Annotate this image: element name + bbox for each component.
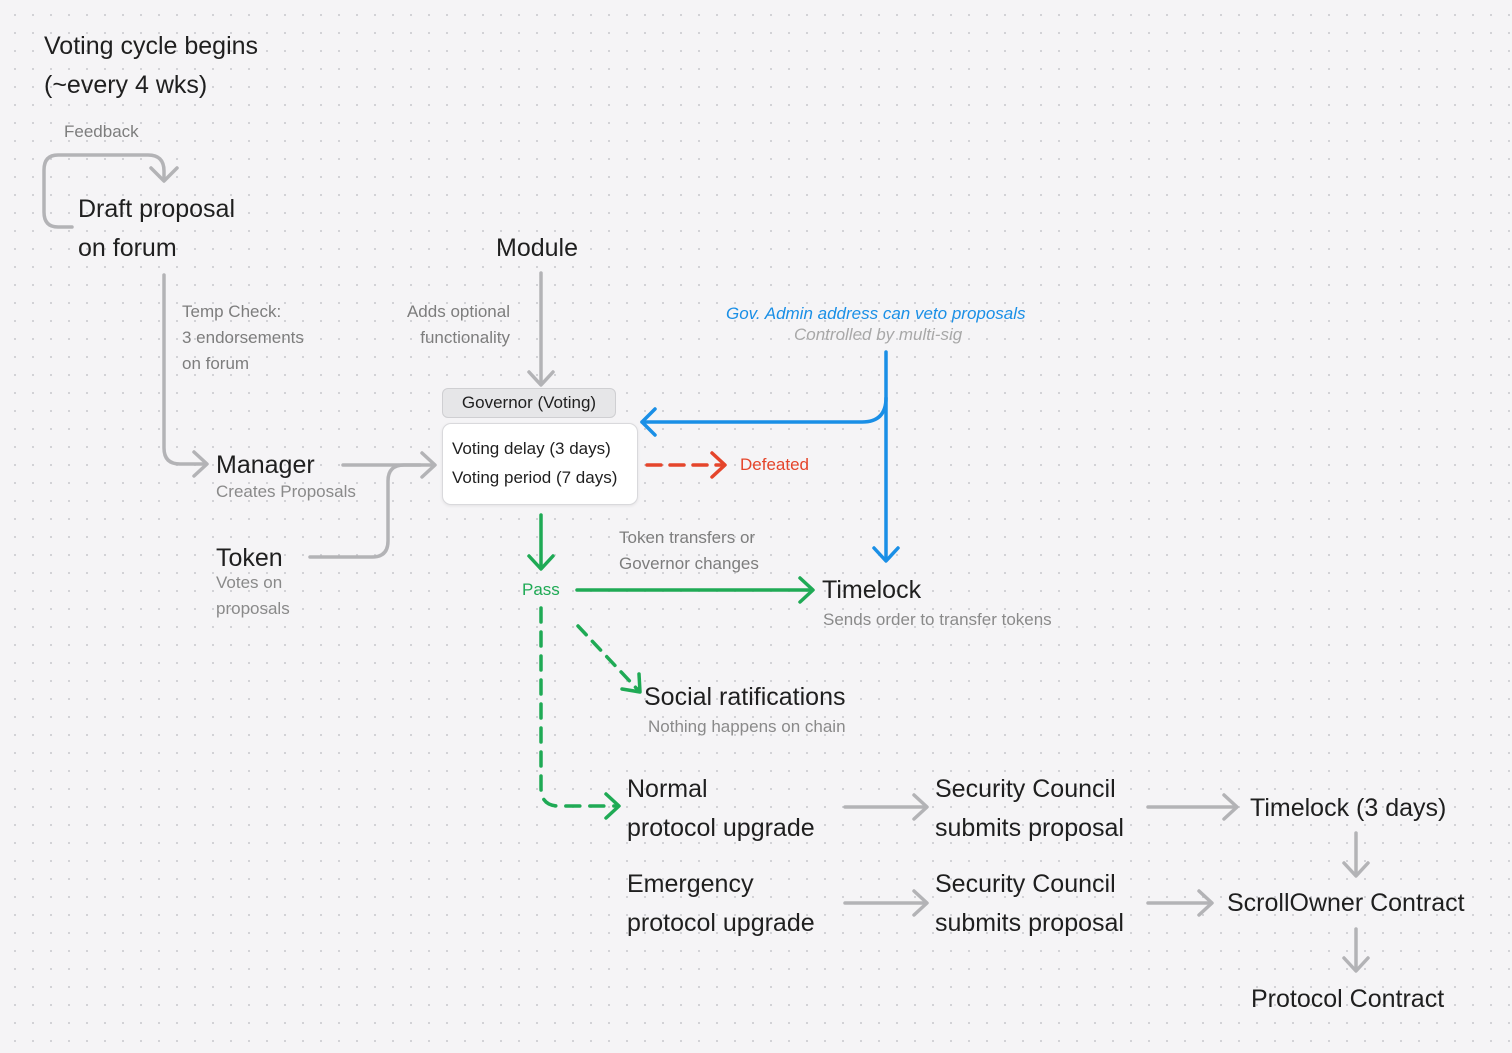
normal-to-council-arrowhead [912,793,929,821]
token-subtitle: Votes on proposals [216,570,290,622]
pass-label: Pass [522,580,560,599]
feedback-arrowhead [149,166,179,183]
feedback-loop-arrow [42,153,166,229]
temp-check-line3: on forum [182,354,250,373]
timelock-3days-node: Timelock (3 days) [1250,794,1447,822]
emergency-upgrade-node: Emergency protocol upgrade [627,865,815,943]
veto-title: Gov. Admin address can veto proposals [726,304,1026,323]
cycle-title-line1: Voting cycle begins [44,32,259,60]
timelock-subtitle: Sends order to transfer tokens [823,610,1052,629]
defeated-label: Defeated [740,455,809,474]
transfer-note-line2: Governor changes [619,554,759,573]
temp-check-note: Temp Check: 3 endorsements on forum [182,299,304,377]
security-council-node-1: Security Council submits proposal [935,770,1124,848]
temp-check-line1: Temp Check: [182,302,282,321]
timelock-to-scrollowner-arrowhead [1342,861,1370,878]
emergency-upgrade-line1: Emergency [627,870,754,898]
draft-proposal-node: Draft proposal on forum [78,190,235,268]
manager-to-governor-arrowhead [420,451,437,479]
draft-line2: on forum [78,234,177,262]
security-council-2-line1: Security Council [935,870,1116,898]
veto-to-timelock-arrowhead [872,546,900,563]
council2-to-scrollowner-arrowhead [1197,889,1214,917]
scrollowner-contract-node: ScrollOwner Contract [1227,889,1465,917]
transfer-note: Token transfers or Governor changes [619,525,759,577]
module-note-line1: Adds optional [406,302,510,321]
cycle-title-line2: (~every 4 wks) [44,71,208,99]
defeated-arrowhead [710,451,727,479]
temp-check-line2: 3 endorsements [182,328,304,347]
voting-period: Voting period (7 days) [452,468,618,487]
normal-upgrade-line2: protocol upgrade [627,814,815,842]
module-note: Adds optional functionality [394,299,510,351]
manager-node: Manager [216,451,315,479]
protocol-contract-node: Protocol Contract [1251,985,1445,1013]
cycle-title: Voting cycle begins (~every 4 wks) [44,27,258,105]
pass-to-social-dashed-arrow [576,624,640,692]
normal-upgrade-line1: Normal [627,775,708,803]
security-council-1-line2: submits proposal [935,814,1124,842]
manager-subtitle: Creates Proposals [216,482,356,501]
social-ratifications-node: Social ratifications [644,683,846,711]
module-node: Module [496,234,578,262]
draft-to-manager-arrow [162,273,208,466]
emergency-to-council-arrowhead [912,889,929,917]
pass-to-timelock-arrowhead [798,576,815,604]
veto-to-governor-arrow [640,396,888,424]
token-subtitle-line1: Votes on [216,573,283,592]
veto-subtitle: Controlled by multi-sig [794,325,963,344]
voting-delay: Voting delay (3 days) [452,439,611,458]
governor-header: Governor (Voting) [442,388,616,418]
security-council-2-line2: submits proposal [935,909,1124,937]
scrollowner-to-protocol-arrowhead [1342,956,1370,973]
social-subtitle: Nothing happens on chain [648,717,846,736]
emergency-upgrade-line2: protocol upgrade [627,909,815,937]
module-note-line2: functionality [420,328,510,347]
draft-line1: Draft proposal [78,195,236,223]
normal-upgrade-node: Normal protocol upgrade [627,770,815,848]
security-council-1-line1: Security Council [935,775,1116,803]
pass-to-social-arrowhead [620,672,642,694]
token-node: Token [216,544,283,572]
council-to-timelock-arrowhead [1222,793,1239,821]
veto-to-governor-arrowhead [640,407,657,437]
token-subtitle-line2: proposals [216,599,290,618]
governor-card: Voting delay (3 days) Voting period (7 d… [442,423,638,505]
draft-to-manager-arrowhead [192,450,209,478]
token-to-governor-arrow [308,463,422,559]
pass-to-normal-arrowhead [604,792,621,820]
transfer-note-line1: Token transfers or [619,528,756,547]
governor-to-pass-arrowhead [527,554,555,571]
feedback-label: Feedback [64,122,139,141]
module-to-governor-arrowhead [527,370,555,387]
pass-to-normal-dashed-arrow [539,606,618,808]
security-council-node-2: Security Council submits proposal [935,865,1124,943]
timelock-node: Timelock [822,576,922,604]
